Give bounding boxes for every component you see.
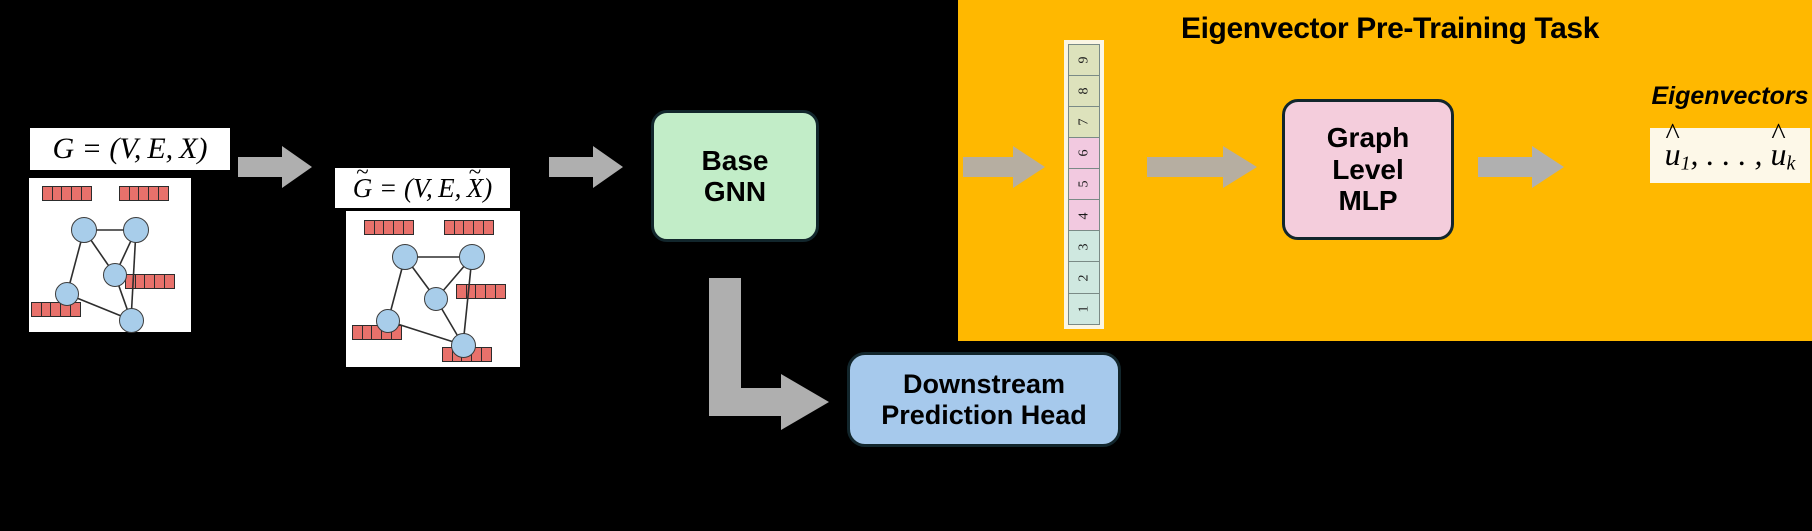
graph-node: [451, 333, 476, 358]
column-cell-value: 7: [1076, 118, 1091, 126]
base-gnn-line-2: GNN: [703, 176, 767, 207]
column-cell: 6: [1068, 137, 1100, 170]
eigenvectors-formula: u^1, . . . , u^k: [1650, 116, 1810, 183]
feature-bar: [444, 220, 494, 235]
column-cell: 1: [1068, 292, 1100, 325]
graph-level-mlp-label: Graph Level MLP: [1327, 122, 1409, 216]
arrow-column-to-mlp: [1147, 146, 1257, 188]
mlp-line-3: MLP: [1338, 185, 1398, 217]
input-graph-formula: G = (V, E, X): [30, 128, 230, 170]
input-graph-formula-text: G = (V, E, X): [52, 132, 208, 165]
column-cell: 3: [1068, 230, 1100, 263]
graph-node: [376, 309, 400, 333]
downstream-label: Downstream Prediction Head: [881, 369, 1087, 429]
column-cell-value: 8: [1076, 87, 1091, 95]
feature-bar: [125, 274, 175, 289]
arrow-gnn-to-downstream: [709, 278, 829, 430]
graph-node: [119, 308, 144, 333]
graph-node: [392, 244, 418, 270]
base-gnn-label: Base GNN: [702, 145, 769, 208]
graph-node: [71, 217, 97, 243]
base-gnn-line-1: Base: [701, 144, 769, 176]
column-cell-value: 5: [1076, 180, 1091, 188]
arrow-gnn-to-column: [963, 146, 1045, 188]
downstream-line-2: Prediction Head: [881, 399, 1087, 430]
column-cell-value: 4: [1076, 212, 1091, 220]
downstream-line-1: Downstream: [902, 369, 1066, 400]
perturbed-graph-figure: [346, 211, 520, 367]
column-cell: 2: [1068, 261, 1100, 294]
mlp-line-1: Graph: [1326, 122, 1410, 154]
feature-bar: [364, 220, 414, 235]
mlp-line-2: Level: [1332, 153, 1404, 185]
column-cell-value: 6: [1076, 149, 1091, 157]
arrow-mlp-to-eigenvectors: [1478, 146, 1564, 188]
eigenvector-index-column: 9 8 7 6 5 4 3 2 1: [1064, 40, 1104, 329]
input-graph-edges: [66, 229, 137, 321]
feature-bar: [119, 186, 169, 201]
graph-node: [55, 282, 79, 306]
graph-node: [123, 217, 149, 243]
graph-node: [424, 287, 448, 311]
eigenvectors-label: Eigenvectors: [1651, 82, 1809, 110]
graph-node: [459, 244, 485, 270]
graph-level-mlp-box[interactable]: Graph Level MLP: [1282, 99, 1454, 240]
column-cell-value: 2: [1076, 274, 1091, 282]
downstream-prediction-head-box[interactable]: Downstream Prediction Head: [847, 352, 1121, 447]
column-cell-value: 9: [1076, 56, 1091, 64]
feature-bar: [456, 284, 506, 299]
column-cell: 5: [1068, 168, 1100, 201]
column-cell: 4: [1068, 199, 1100, 232]
column-cell: 9: [1068, 44, 1100, 77]
column-cell-value: 1: [1076, 305, 1091, 313]
eigenvectors-formula-text: u^1, . . . , u^k: [1664, 116, 1796, 175]
input-graph-figure: [29, 178, 191, 333]
base-gnn-box[interactable]: Base GNN: [651, 110, 819, 242]
pretraining-title: Eigenvector Pre-Training Task: [1181, 12, 1599, 45]
perturbed-graph-formula: G~ = (V, E, X~): [335, 158, 510, 208]
column-cell: 8: [1068, 75, 1100, 108]
feature-bar: [42, 186, 92, 201]
arrow-input-to-perturbed: [238, 146, 312, 188]
arrow-perturbed-to-gnn: [549, 146, 623, 188]
column-cell: 7: [1068, 106, 1100, 139]
perturbed-graph-formula-text: G~ = (V, E, X~): [352, 158, 493, 203]
column-cell-value: 3: [1076, 243, 1091, 251]
graph-node: [103, 263, 127, 287]
